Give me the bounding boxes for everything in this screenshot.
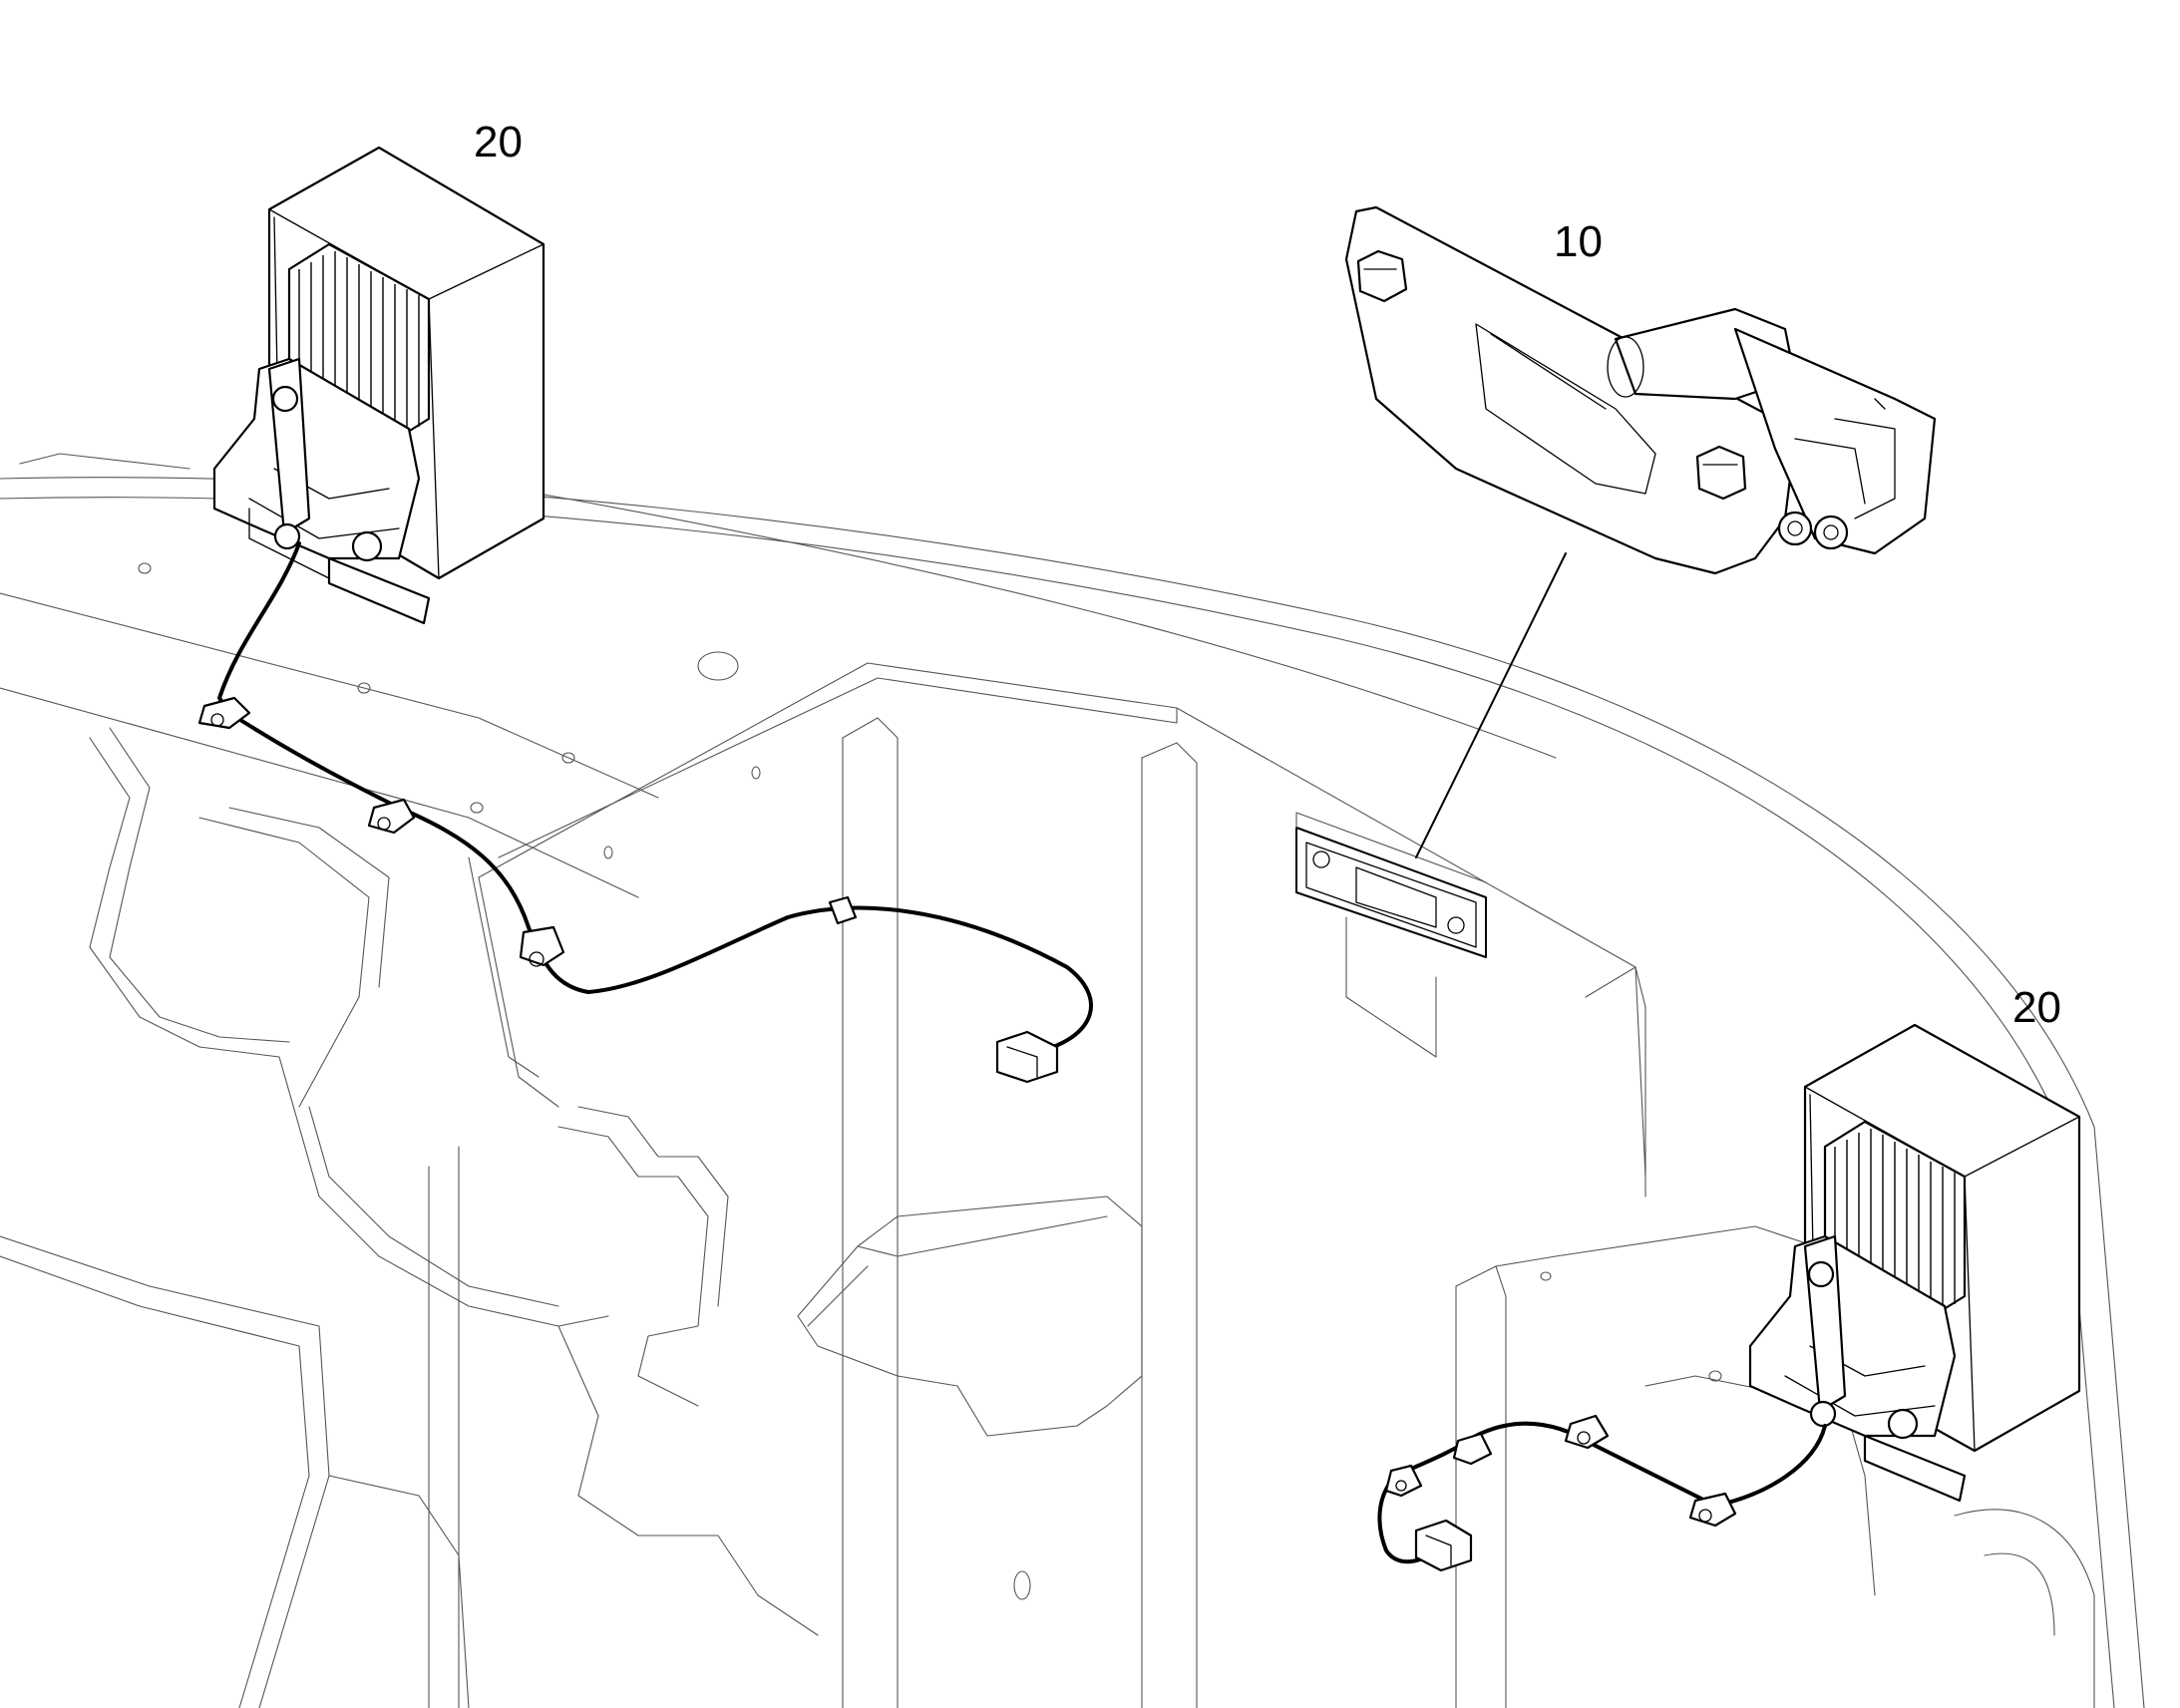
wiring-harness-right — [1377, 1414, 1827, 1572]
leader-line-10 — [1415, 552, 1567, 858]
latch-bracket-assembly — [1344, 205, 1937, 575]
callout-10: 10 — [1554, 217, 1603, 266]
callout-20-top-left: 20 — [474, 118, 523, 167]
callout-labels: 20 10 20 — [474, 118, 2061, 1032]
work-lamp-right — [1748, 1023, 2081, 1503]
wiring-harness-left — [197, 541, 1093, 1084]
mounting-bracket-location — [1295, 812, 1487, 1058]
callout-20-right: 20 — [2012, 983, 2061, 1032]
work-lamp-top-left — [212, 146, 545, 625]
